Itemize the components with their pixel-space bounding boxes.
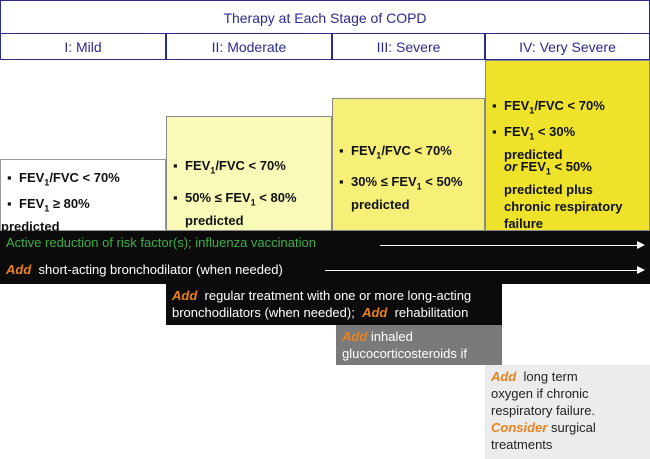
diagram-title: Therapy at Each Stage of COPD: [0, 0, 650, 33]
stage-mild: I: Mild: [0, 33, 166, 60]
criteria-severe-line2: ▪ 30% ≤ FEV1 < 50% predicted: [339, 174, 463, 212]
criteria-moderate: ▪ FEV1/FVC < 70% ▪ 50% ≤ FEV1 < 80% pred…: [166, 116, 332, 231]
arrow-head-2: [637, 266, 645, 274]
stage-moderate: II: Moderate: [166, 33, 332, 60]
criteria-moderate-line2: ▪ 50% ≤ FEV1 < 80% predicted: [173, 190, 297, 228]
criteria-severe-line1: ▪ FEV1/FVC < 70%: [339, 143, 452, 161]
stage-severe: III: Severe: [332, 33, 485, 60]
criteria-mild: ▪ FEV1/FVC < 70% ▪ FEV1 ≥ 80% predicted: [0, 159, 166, 234]
criteria-very-severe: ▪ FEV1/FVC < 70% ▪ FEV1 < 30% predicted …: [485, 60, 650, 231]
arrow-line-1: [380, 245, 638, 246]
therapy-glucocorticosteroids: Add inhaled glucocorticosteroids if repe…: [336, 325, 502, 378]
stage-very-severe: IV: Very Severe: [485, 33, 650, 60]
therapy-short-acting: Add short-acting bronchodilator (when ne…: [0, 258, 650, 284]
therapy-long-acting: Add regular treatment with one or more l…: [166, 284, 502, 325]
criteria-very-severe-line2: ▪ FEV1 < 30% predicted: [492, 124, 576, 162]
criteria-very-severe-line1: ▪ FEV1/FVC < 70%: [492, 98, 605, 116]
arrow-line-2: [325, 270, 638, 271]
criteria-mild-line1: ▪ FEV1/FVC < 70%: [7, 170, 120, 188]
therapy-risk-reduction: Active reduction of risk factor(s); infl…: [0, 231, 650, 258]
arrow-head-1: [637, 241, 645, 249]
criteria-mild-line2: ▪ FEV1 ≥ 80% predicted: [1, 196, 90, 234]
stage-header-row: I: Mild II: Moderate III: Severe IV: Ver…: [0, 33, 650, 60]
criteria-moderate-line1: ▪ FEV1/FVC < 70%: [173, 158, 286, 176]
therapy-oxygen-surgery: Add long term oxygen if chronic respirat…: [485, 365, 650, 459]
criteria-severe: ▪ FEV1/FVC < 70% ▪ 30% ≤ FEV1 < 50% pred…: [332, 98, 485, 231]
criteria-very-severe-line3: or FEV1 < 50% predicted plus chronic res…: [504, 159, 623, 231]
